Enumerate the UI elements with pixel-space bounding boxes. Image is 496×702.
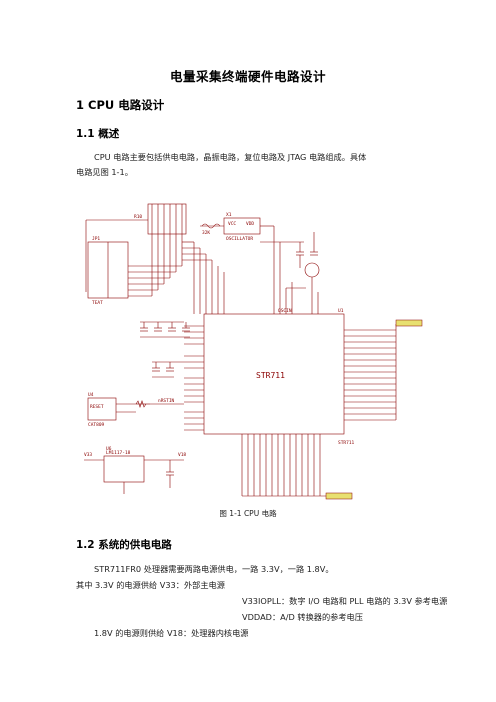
schematic-label-crystal: OSCILLATOR: [226, 236, 253, 242]
schematic-chip-label: STR711: [256, 371, 285, 380]
schematic-label-r10: R10: [134, 214, 142, 220]
power-line1: STR711FR0 处理器需要两路电源供电，一路 3.3V，一路 1.8V。: [94, 564, 334, 574]
section-heading-overview: 1.1 概述: [76, 128, 120, 140]
cpu-circuit-schematic: R10 JP1 TEAT X1 OSCILLATOR 32K VCC VDD U…: [74, 192, 426, 502]
schematic-label-reset-ref: U4: [88, 392, 94, 398]
schematic-label-reset-name: CAT809: [88, 422, 105, 428]
power-line2: 其中 3.3V 的电源供给 V33：外部主电源: [76, 580, 225, 590]
schematic-label-v33: V33: [84, 452, 92, 458]
document-title: 电量采集终端硬件电路设计: [169, 69, 326, 84]
figure-caption: 图 1-1 CPU 电路: [219, 509, 277, 518]
schematic-label-reset-part: RESET: [90, 404, 104, 410]
schematic-label-jtag-ref: JP1: [92, 236, 100, 242]
schematic-label-v18: V18: [178, 452, 186, 458]
schematic-label-crystal-freq: 32K: [202, 230, 210, 236]
power-line3: V33IOPLL：数字 I/O 电路和 PLL 电路的 3.3V 参考电源: [242, 596, 448, 606]
schematic-label-jtag-part: TEAT: [92, 300, 103, 306]
power-line4: VDDAD：A/D 转换器的参考电压: [242, 612, 363, 622]
schematic-label-nrstin: nRSTIN: [158, 398, 175, 404]
section-heading-power-supply: 1.2 系统的供电电路: [76, 539, 172, 551]
section-heading-cpu-design: 1 CPU 电路设计: [76, 98, 165, 112]
schematic-label-crystal-ref: X1: [226, 212, 232, 218]
schematic-label-vdd: VDD: [246, 221, 254, 227]
schematic-label-regulator: LM1117-18: [106, 450, 131, 456]
overview-body-line1: CPU 电路主要包括供电电路，晶振电路，复位电路及 JTAG 电路组成。具体: [94, 152, 367, 162]
overview-body-line2: 电路见图 1-1。: [76, 167, 133, 177]
schematic-label-oscin: OSCIN: [278, 308, 292, 314]
schematic-label-vcc: VCC: [228, 221, 236, 227]
schematic-label-u1: U1: [338, 308, 344, 314]
schematic-label-chip-part: STR711: [338, 440, 355, 446]
power-line5: 1.8V 的电源则供给 V18：处理器内核电源: [94, 628, 249, 638]
schematic-svg: R10 JP1 TEAT X1 OSCILLATOR 32K VCC VDD U…: [84, 203, 423, 500]
schematic-label-regulator-ref: U6: [106, 446, 112, 452]
